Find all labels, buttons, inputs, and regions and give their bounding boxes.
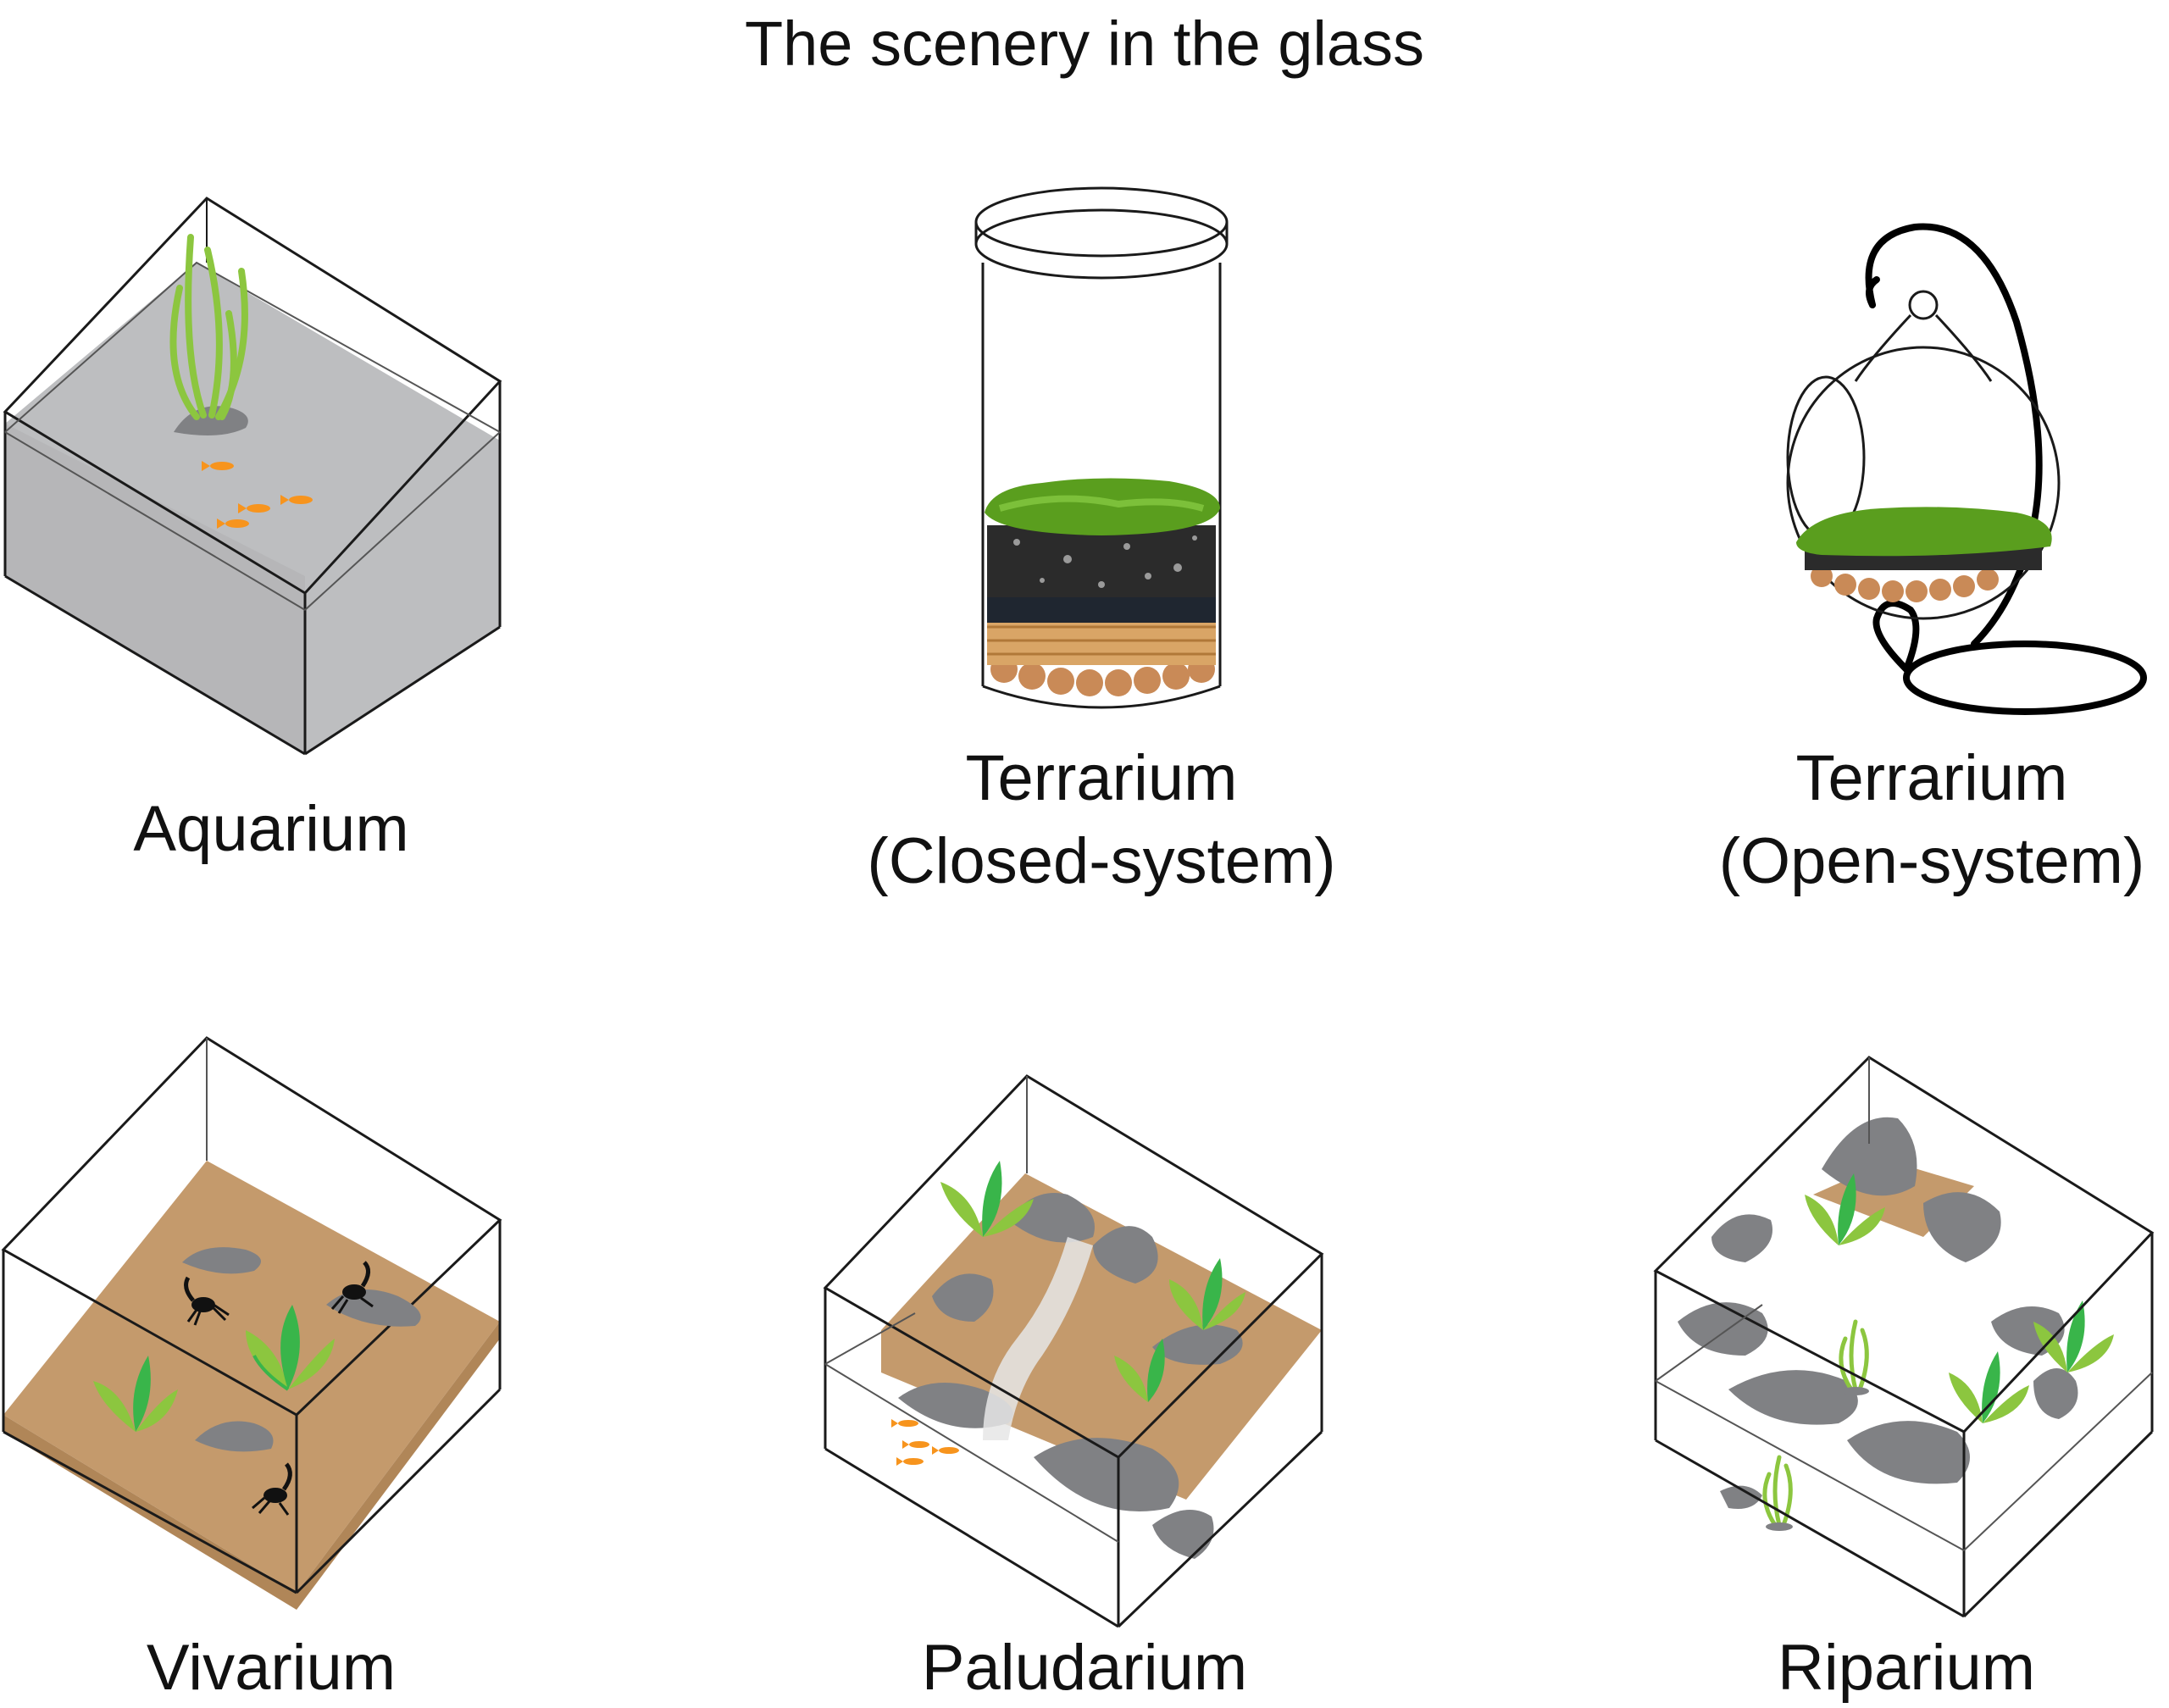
caption-vivarium: Vivarium — [146, 1632, 397, 1704]
panel-aquarium: Aquarium — [0, 169, 542, 881]
aquarium-tank-icon — [3, 197, 502, 756]
caption-paludarium: Paludarium — [921, 1632, 1248, 1704]
vivarium-tank-icon — [1, 1036, 502, 1610]
hanging-globe-terrarium-icon — [1786, 223, 2147, 715]
plant-icon — [93, 1305, 335, 1432]
panel-terrarium-closed: Terrarium (Closed-system) — [847, 169, 1356, 915]
plant-icon — [940, 1161, 1245, 1402]
caption-terrarium-closed-line1: Terrarium — [965, 742, 1238, 814]
stream-icon — [983, 1237, 1093, 1440]
plant-icon — [169, 234, 248, 420]
scorpion-icon — [184, 1261, 374, 1516]
fish-icon — [202, 461, 313, 529]
fish-icon — [891, 1419, 959, 1466]
figure-title: The scenery in the glass — [744, 8, 1425, 79]
jar-terrarium-icon — [974, 186, 1229, 709]
caption-terrarium-closed-line2: (Closed-system) — [867, 825, 1336, 897]
caption-terrarium-open-line1: Terrarium — [1795, 742, 2068, 814]
caption-aquarium: Aquarium — [133, 793, 409, 865]
plant-icon — [1762, 1319, 1869, 1528]
plant-icon — [1805, 1173, 2114, 1423]
caption-riparium: Riparium — [1777, 1632, 2036, 1704]
panel-paludarium: Paludarium — [813, 1017, 1356, 1708]
panel-terrarium-open: Terrarium (Open-system) — [1695, 220, 2169, 915]
panel-riparium: Riparium — [1644, 1017, 2169, 1708]
caption-terrarium-open-line2: (Open-system) — [1718, 825, 2145, 897]
riparium-tank-icon — [1653, 1056, 2155, 1618]
panel-vivarium: Vivarium — [0, 1017, 542, 1708]
paludarium-tank-icon — [823, 1074, 1324, 1628]
moss-layer-icon — [985, 478, 1220, 535]
moss-layer-icon — [1796, 507, 2052, 557]
